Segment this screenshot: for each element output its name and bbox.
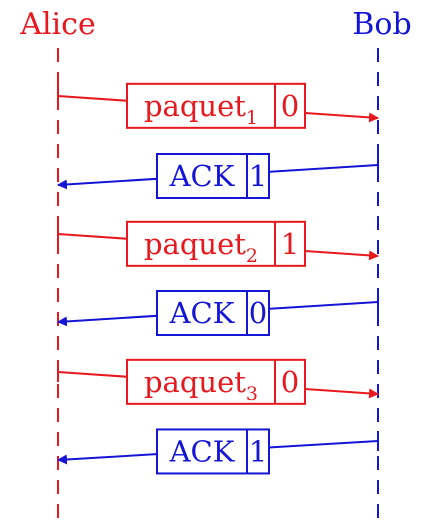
message-label-subscript: 1 [246,107,258,129]
message-label-main: paquet [144,227,246,261]
message-bit: 1 [249,159,267,193]
message-label-box [156,153,270,199]
message-label-main: paquet [144,89,246,123]
message-label-main: ACK [169,296,236,330]
message-label-box [156,290,270,336]
message-6: ACK 1 [57,428,379,475]
message-bit: 0 [281,89,299,123]
message-label-main: ACK [169,159,236,193]
message-5: paquet3 0 [57,358,379,405]
message-bit: 0 [249,296,267,330]
message-label: ACK [169,159,236,193]
message-label-main: ACK [169,434,236,468]
message-label: ACK [169,296,236,330]
message-3: paquet2 1 [57,220,379,267]
message-bit: 1 [281,227,299,261]
message-bit: 1 [249,434,267,468]
message-label: paquet1 [144,89,258,129]
participant-left-title: Alice [19,7,95,42]
participant-right-title: Bob [352,7,411,42]
message-label: paquet2 [144,227,258,267]
message-4: ACK 0 [57,290,379,336]
message-bit: 0 [281,365,299,399]
message-2: ACK 1 [57,153,379,199]
message-label: paquet3 [144,365,258,405]
message-label-subscript: 2 [246,245,258,267]
message-1: paquet1 0 [57,82,379,129]
message-label: ACK [169,434,236,468]
message-label-subscript: 3 [246,383,258,405]
message-label-box [156,428,270,475]
message-label-main: paquet [144,365,246,399]
